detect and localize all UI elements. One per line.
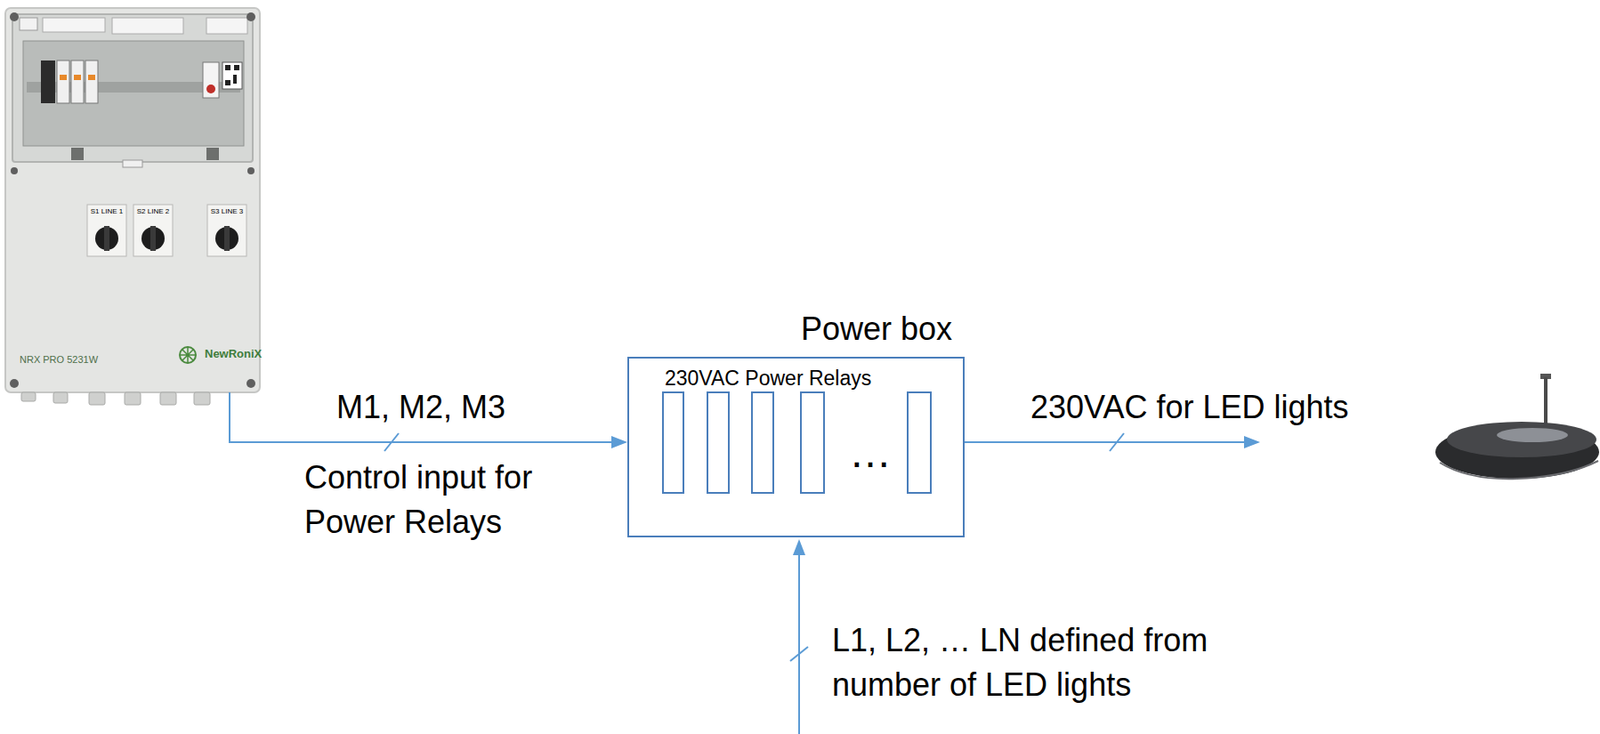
latch <box>122 160 143 168</box>
annotation-label-wrap: L1, L2, … LN defined from number of LED … <box>832 618 1295 709</box>
cable-gland <box>160 392 177 405</box>
bus-tick <box>1109 433 1124 452</box>
edge-label: M1, M2, M3 <box>336 388 506 426</box>
arrow-head <box>611 436 628 449</box>
control-panel: NRX PRO 5231W NewRoniX <box>5 8 275 393</box>
switch-knob <box>150 226 156 251</box>
relay-symbol <box>800 392 825 493</box>
breaker-tab <box>59 74 67 81</box>
node-text: Power box <box>800 310 953 348</box>
node-text-wrap: NRX PRO 5231W <box>19 354 98 366</box>
node-text: … <box>848 431 892 475</box>
qr-code <box>225 64 231 71</box>
annotation-label: S1 LINE 1 <box>87 207 127 216</box>
qr-code <box>225 80 231 86</box>
node-text-wrap: … <box>848 431 892 475</box>
annotation-label: Control input for Power Relays <box>304 455 625 546</box>
control-panel-photo <box>5 8 260 405</box>
screw <box>246 12 256 22</box>
screw <box>246 379 256 388</box>
cable-gland <box>193 392 211 405</box>
cable-gland <box>53 392 68 404</box>
arrow-head <box>1244 436 1261 449</box>
lamp-rod <box>1543 377 1548 426</box>
breaker-tab <box>73 74 81 81</box>
switch <box>87 204 127 257</box>
power-relays <box>662 392 931 493</box>
node-text-wrap: Power box <box>800 310 953 348</box>
module <box>202 62 219 98</box>
annotation-label: S3 LINE 3 <box>207 207 247 216</box>
supply-wire <box>798 553 800 734</box>
relay-symbol <box>662 392 684 493</box>
relay-symbol <box>707 392 729 493</box>
annotation-label-wrap: S3 LINE 3 <box>207 207 247 216</box>
arrow-head <box>792 539 806 556</box>
lamp-rim <box>1439 460 1599 479</box>
qr-code <box>233 74 237 84</box>
panel-sticker <box>19 17 38 31</box>
power-box: Power box230VAC Power Relays… <box>627 356 965 538</box>
hinge <box>71 147 84 161</box>
node-text-wrap: NewRoniX <box>204 347 262 362</box>
switch <box>133 204 173 257</box>
annotation-label: S2 LINE 2 <box>133 207 173 216</box>
hinge <box>206 147 219 161</box>
panel-sticker <box>42 17 106 33</box>
annotation-label-wrap: S2 LINE 2 <box>133 207 173 216</box>
breaker-tab <box>88 74 96 81</box>
qr-code <box>222 62 243 89</box>
annotation-label-wrap: S1 LINE 1 <box>87 207 127 216</box>
annotation-label-wrap: 230VAC for LED lights <box>1030 388 1350 426</box>
relay-symbol <box>907 392 931 493</box>
logo-mark <box>180 347 195 363</box>
breaker <box>85 60 98 104</box>
node-text: 230VAC Power Relays <box>664 366 872 390</box>
switch-plate <box>133 204 173 257</box>
switch-knob <box>95 226 119 251</box>
switch <box>207 204 247 257</box>
screw <box>10 167 18 175</box>
panel-sticker <box>112 17 184 34</box>
breaker <box>71 60 84 104</box>
switch-knob <box>224 226 230 251</box>
lamp-top <box>1496 428 1568 443</box>
qr-code <box>234 64 240 71</box>
relay-symbol <box>751 392 774 493</box>
node-text-wrap: 230VAC Power Relays <box>664 366 872 390</box>
breaker <box>40 60 56 104</box>
switch-knob <box>141 226 165 251</box>
edge-label-wrap: M1, M2, M3 <box>336 388 506 426</box>
lamp-body <box>1446 421 1597 458</box>
panel-housing <box>5 8 260 393</box>
cable-gland <box>21 392 36 402</box>
panel-cover <box>12 14 253 162</box>
logo-mark <box>179 347 196 364</box>
led-lamp <box>1435 373 1600 479</box>
panel-sticker <box>206 17 248 34</box>
screw <box>9 12 19 22</box>
red-button <box>206 84 216 94</box>
breaker <box>56 60 70 104</box>
switch-plate <box>87 204 127 257</box>
node-text: NewRoniX <box>204 347 262 362</box>
bus-tick <box>790 646 809 662</box>
annotation-label-wrap: Control input for Power Relays <box>304 455 625 546</box>
panel-window <box>23 40 244 146</box>
annotation-label: L1, L2, … LN defined from number of LED … <box>832 618 1295 709</box>
cable-gland <box>88 392 106 405</box>
switch-knob <box>215 226 239 251</box>
screw <box>247 167 255 175</box>
annotation-label: 230VAC for LED lights <box>1030 388 1350 426</box>
output-wire <box>964 441 1246 444</box>
node-text: NRX PRO 5231W <box>19 354 98 366</box>
switch-knob <box>104 226 110 251</box>
screw <box>9 379 19 388</box>
cable-gland <box>124 392 141 405</box>
switch-plate <box>207 204 247 257</box>
